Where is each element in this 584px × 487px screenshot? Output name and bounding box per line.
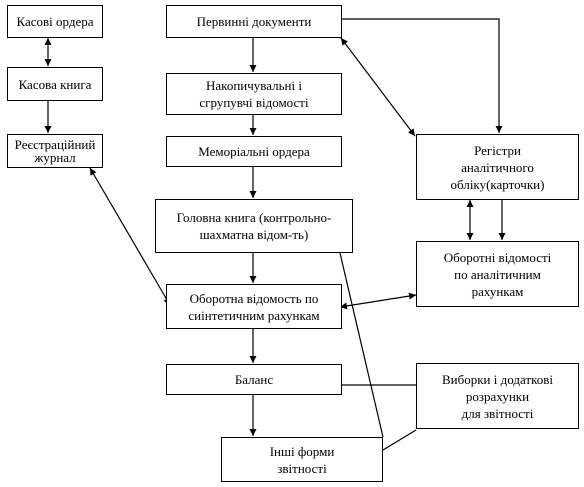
box-balans-label: Баланс — [234, 372, 274, 387]
arrow-reiestr-oborotna — [89, 167, 171, 306]
box-pervynni-dokumenty: Первинні документи — [166, 5, 342, 38]
box-oborotni-vidomosti-analitychni-label: Оборотні відомості по аналітичним рахунк… — [443, 249, 552, 299]
box-reiestratsiinyi-zhurnal-label: Реєстраційний журнал — [14, 137, 96, 165]
box-inshi-formy-zvitnosti: Інші форми звітності — [221, 437, 383, 482]
box-kasovi-ordery: Касові ордера — [7, 5, 103, 38]
line-holovna-inshi — [339, 252, 384, 438]
line-inshi-vybirky — [382, 429, 417, 451]
box-vybirky-rozrakhunky: Виборки і додаткові розрахунки для звітн… — [416, 363, 579, 429]
box-reiestratsiinyi-zhurnal: Реєстраційний журнал — [7, 134, 103, 168]
box-nakopychuvalni-vidomosti: Накопичувальні і сгрупувчі відомості — [166, 73, 342, 115]
box-kasovi-ordery-label: Касові ордера — [16, 14, 94, 29]
box-holovna-knyha-label: Головна книга (контрольно- шахматна відо… — [176, 210, 332, 242]
box-memorialni-ordera: Меморіальні ордера — [166, 136, 342, 167]
arrow-pervynni-rehistry — [341, 18, 503, 133]
box-kasova-knyha-label: Касова книга — [18, 76, 92, 92]
box-oborotna-vidomist-syntetychna-label: Оборотна відомость по сиінтетичним рахун… — [188, 290, 320, 323]
box-holovna-knyha: Головна книга (контрольно- шахматна відо… — [155, 199, 353, 253]
box-memorialni-ordera-label: Меморіальні ордера — [198, 144, 310, 159]
box-rehistry-analitychnoho-obliku: Регістри аналітичного обліку(карточки) — [416, 134, 579, 200]
arrow-pervynni-rehistry-diagonal — [340, 37, 416, 137]
box-inshi-formy-zvitnosti-label: Інші форми звітності — [269, 443, 335, 476]
box-oborotna-vidomist-syntetychna: Оборотна відомость по сиінтетичним рахун… — [166, 284, 342, 329]
box-pervynni-dokumenty-label: Первинні документи — [196, 14, 312, 29]
box-balans: Баланс — [166, 364, 342, 395]
box-kasova-knyha: Касова книга — [7, 67, 103, 101]
box-vybirky-rozrakhunky-label: Виборки і додаткові розрахунки для звітн… — [441, 371, 553, 421]
box-oborotni-vidomosti-analitychni: Оборотні відомості по аналітичним рахунк… — [416, 241, 579, 307]
box-nakopychuvalni-vidomosti-label: Накопичувальні і сгрупувчі відомості — [199, 78, 309, 110]
box-rehistry-analitychnoho-obliku-label: Регістри аналітичного обліку(карточки) — [450, 142, 545, 192]
